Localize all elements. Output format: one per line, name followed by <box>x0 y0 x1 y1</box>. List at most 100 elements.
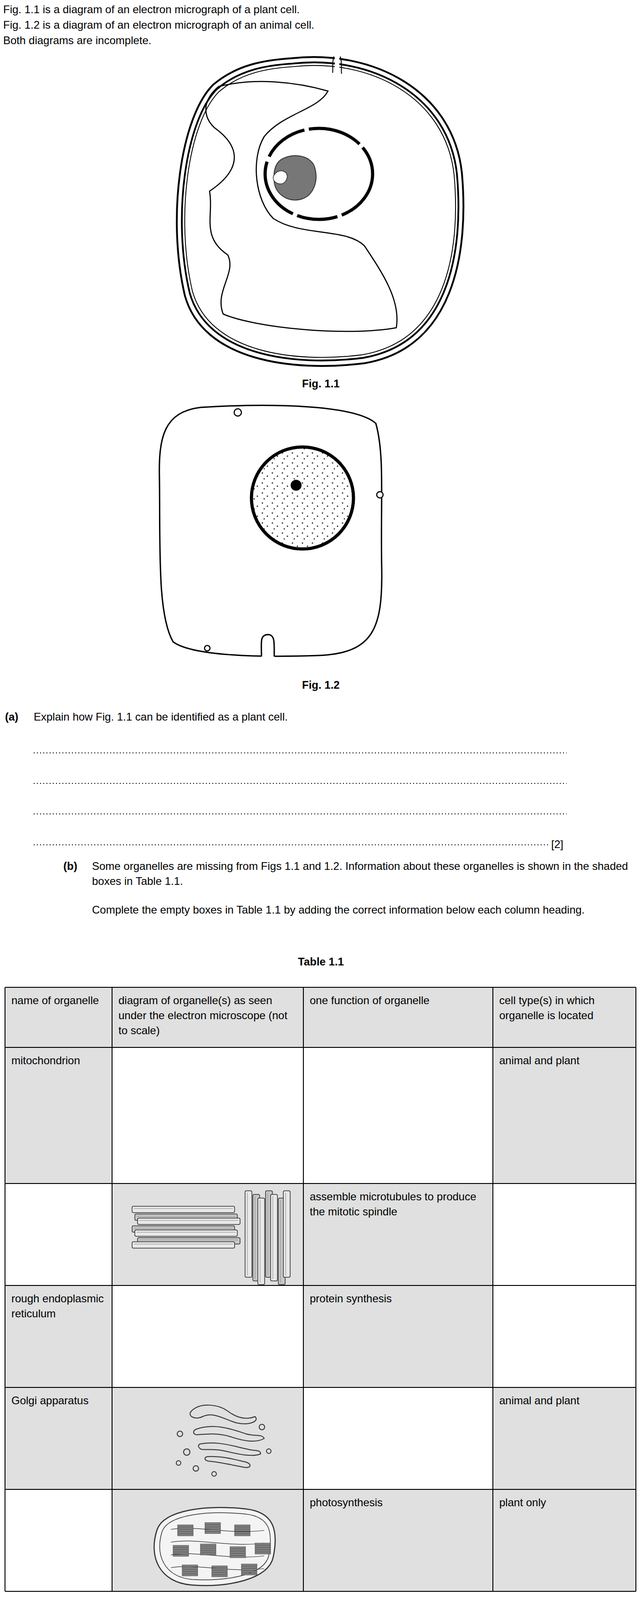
table-cell-text: assemble microtubules to produce the mit… <box>309 1189 487 1220</box>
shaded-cell <box>492 988 636 1049</box>
lamella <box>170 1554 265 1558</box>
nucleus <box>251 447 354 550</box>
thylakoid <box>255 1551 271 1553</box>
golgi-vesicle <box>211 1472 217 1478</box>
microtubule-line <box>267 1193 269 1277</box>
microtubule-line <box>285 1193 287 1277</box>
figure-caption: Table 1.1 <box>297 954 344 970</box>
plasmodesma-gap <box>334 53 340 72</box>
table-cell-text: name of organelle <box>11 993 106 1009</box>
thylakoid <box>177 1532 194 1535</box>
golgi-vesicle <box>183 1449 190 1457</box>
thylakoid <box>241 1569 257 1572</box>
thylakoid <box>177 1528 194 1531</box>
thylakoid <box>200 1545 216 1547</box>
plant-cell <box>176 53 464 367</box>
question-text: Both diagrams are incomplete. <box>3 32 152 48</box>
thylakoid <box>173 1546 189 1549</box>
thylakoid <box>211 1573 228 1576</box>
thylakoid <box>230 1556 246 1559</box>
shaded-cell <box>5 988 113 1049</box>
shaded-cell <box>303 1490 493 1593</box>
thylakoid <box>241 1565 257 1567</box>
table-rule <box>4 988 6 1593</box>
table-cell-text: one function of organelle <box>309 993 487 1009</box>
table-rule <box>492 988 494 1593</box>
cell-wall-inner <box>181 62 459 361</box>
shaded-cell <box>5 1048 113 1185</box>
cisterna <box>204 1457 251 1469</box>
question-text: (a) <box>5 709 19 725</box>
microtubule-line <box>272 1197 274 1280</box>
outer-membrane <box>153 1508 276 1587</box>
table-rule <box>302 988 304 1593</box>
golgi-vesicle <box>193 1466 199 1473</box>
thylakoid <box>230 1547 246 1550</box>
shaded-cell <box>112 1490 304 1593</box>
thylakoid <box>204 1528 221 1531</box>
thylakoid <box>204 1523 221 1526</box>
table-rule <box>635 988 637 1593</box>
thylakoid <box>234 1528 251 1531</box>
shaded-cell <box>492 1490 636 1593</box>
thylakoid <box>211 1571 228 1574</box>
microtubule-triplet <box>134 1230 238 1238</box>
figure-caption: Fig. 1.2 <box>302 677 340 693</box>
table-rule <box>5 1047 636 1049</box>
thylakoid <box>230 1552 246 1555</box>
thylakoid <box>255 1548 271 1551</box>
table-rule <box>5 1183 636 1185</box>
thylakoid <box>241 1567 257 1570</box>
thylakoid <box>211 1576 228 1578</box>
table-cell-text: rough endoplasmic reticulum <box>11 1291 106 1322</box>
table-cell-text: protein synthesis <box>309 1291 487 1307</box>
table-rule <box>5 1285 636 1287</box>
golgi-vesicle <box>176 1461 181 1467</box>
shaded-cell <box>5 1286 113 1389</box>
golgi-vesicle <box>177 1432 183 1438</box>
thylakoid <box>173 1548 189 1551</box>
cell-membrane <box>184 65 456 358</box>
table-rule <box>5 1592 636 1593</box>
nucleolus <box>290 480 302 492</box>
shaded-cell <box>492 1388 636 1491</box>
vacuole <box>205 81 398 332</box>
shaded-cell <box>112 1388 304 1491</box>
answer-line <box>33 752 567 754</box>
shaded-cell <box>112 988 304 1049</box>
question-text: Fig. 1.1 is a diagram of an electron mic… <box>3 1 300 17</box>
table-cell-text: animal and plant <box>499 1393 630 1409</box>
organelle-drawings <box>132 1191 291 1587</box>
microtubule-line <box>139 1240 239 1242</box>
microtubule-triplet <box>137 1218 241 1226</box>
shaded-cell <box>492 1048 636 1185</box>
nucleolus-hole <box>273 170 288 185</box>
thylakoid <box>173 1553 189 1556</box>
thylakoid <box>230 1554 246 1557</box>
shaded-cell <box>303 1184 493 1287</box>
question-text: Some organelles are missing from Figs 1.… <box>92 859 638 890</box>
table-rule <box>5 1387 636 1389</box>
microtubule-triplet <box>245 1191 252 1279</box>
shaded-cell <box>5 1388 113 1491</box>
microtubule-line <box>133 1244 233 1246</box>
thylakoid <box>177 1530 194 1533</box>
golgi-vesicle <box>266 1449 272 1455</box>
microtubule-triplet <box>132 1207 235 1214</box>
nuclear-envelope <box>265 128 373 220</box>
thylakoid <box>200 1554 216 1557</box>
thylakoid <box>200 1551 216 1554</box>
thylakoid <box>241 1571 257 1574</box>
table-cell-text: diagram of organelle(s) as seen under th… <box>118 993 297 1039</box>
thylakoid <box>182 1570 198 1573</box>
inner-membrane <box>159 1513 271 1581</box>
vesicle <box>204 645 210 652</box>
centriole-pair <box>132 1191 291 1286</box>
microtubule-line <box>255 1197 256 1280</box>
shaded-cell <box>303 988 493 1049</box>
vesicle <box>376 491 384 499</box>
thylakoid <box>211 1569 228 1572</box>
thylakoid <box>255 1553 271 1556</box>
